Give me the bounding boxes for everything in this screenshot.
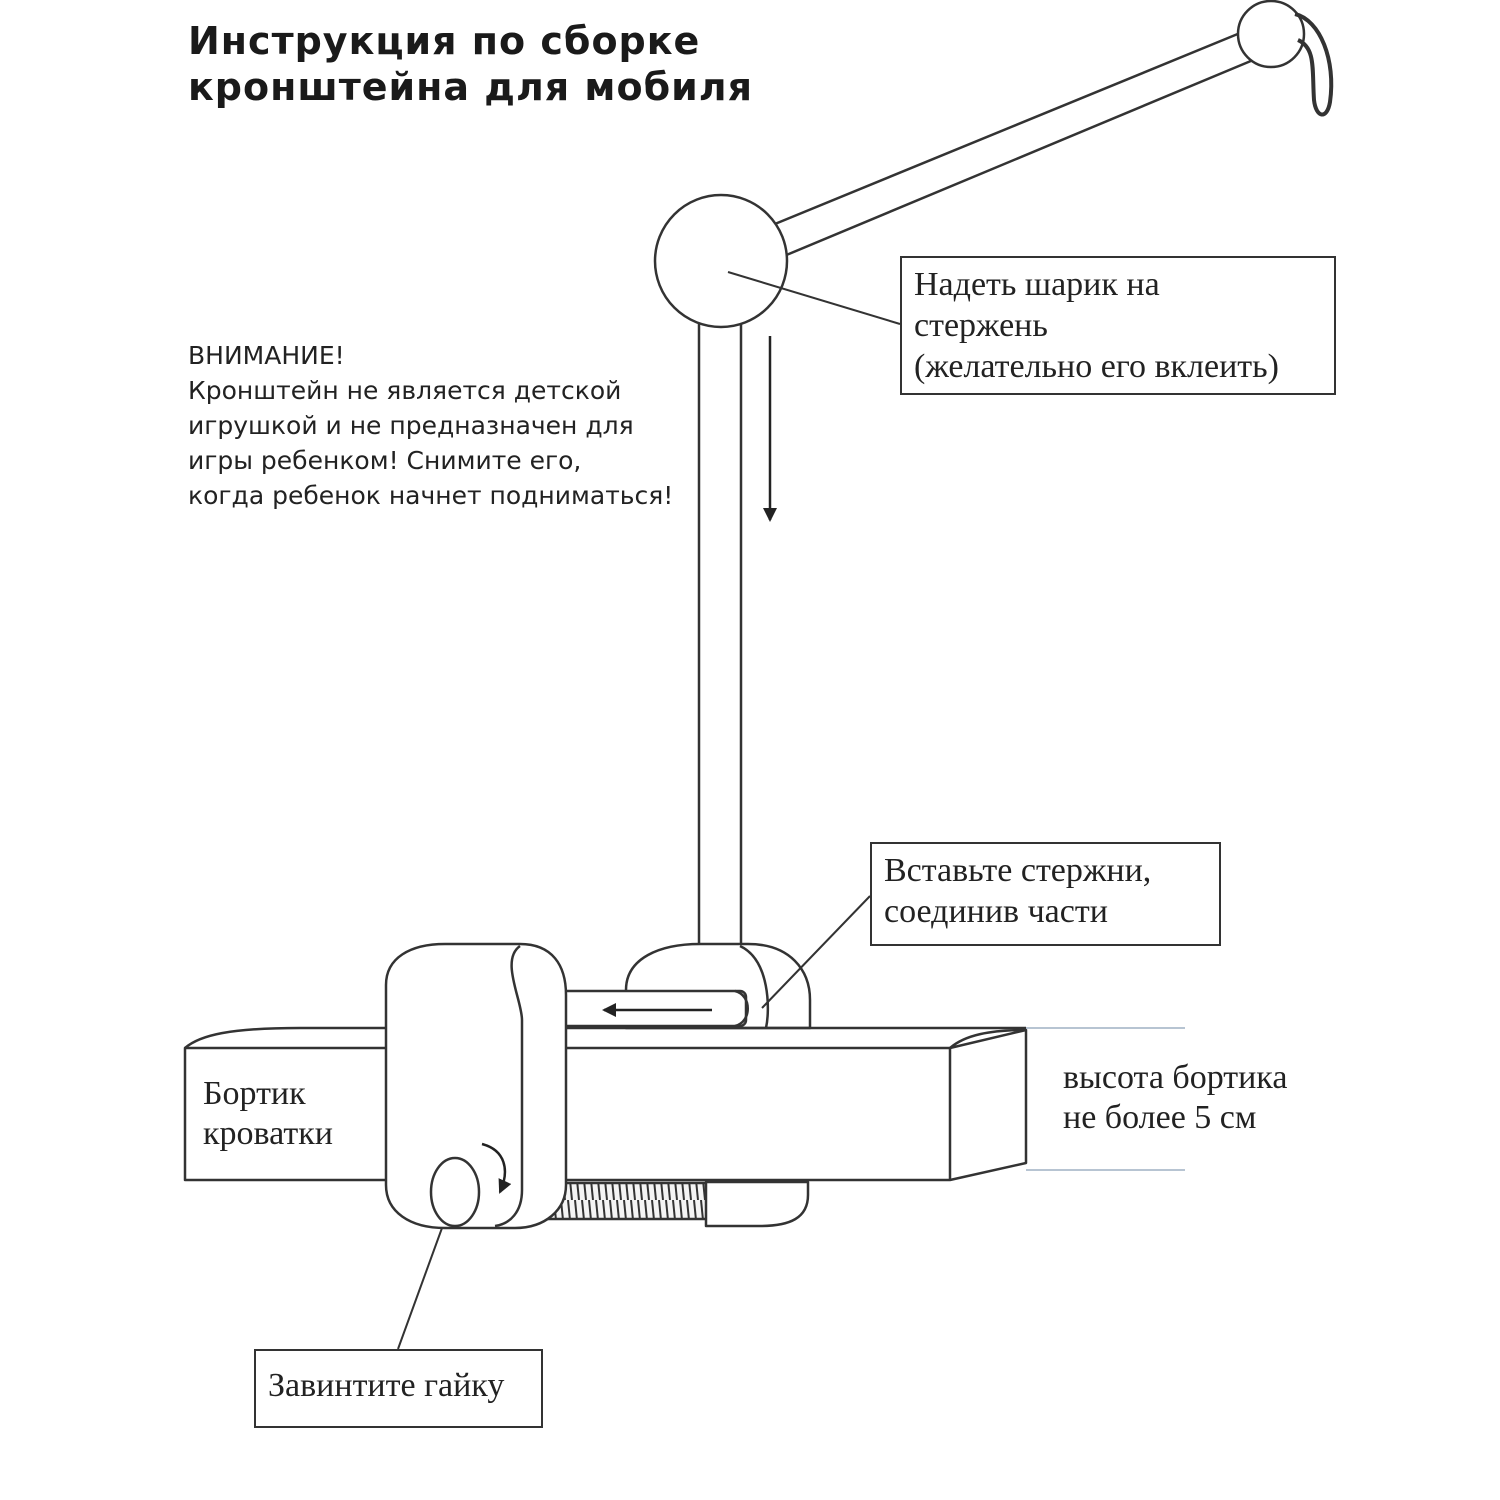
warning-heading: ВНИМАНИЕ! bbox=[188, 341, 345, 370]
leader-rods bbox=[761, 895, 871, 1009]
front-clamp bbox=[384, 942, 568, 1230]
callout-put-on-ball: Надеть шарик на стержень (желательно его… bbox=[900, 256, 1336, 395]
title-line-1: Инструкция по сборке bbox=[188, 19, 701, 63]
label-crib-line-1: Бортик bbox=[203, 1075, 306, 1112]
callout-nut-line-1: Завинтите гайку bbox=[268, 1367, 505, 1404]
wing-nut bbox=[429, 1156, 481, 1228]
upper-arm-rod bbox=[768, 29, 1260, 258]
end-ball bbox=[1236, 0, 1306, 69]
callout-ball-line-2: стержень bbox=[914, 307, 1048, 344]
callout-ball-line-1: Надеть шарик на bbox=[914, 266, 1160, 303]
vertical-rod bbox=[697, 316, 743, 960]
label-crib-line-2: кроватки bbox=[203, 1115, 333, 1152]
callout-ball-line-3: (желательно его вклеить) bbox=[914, 348, 1279, 385]
warning-line-4: игры ребенком! Снимите его, bbox=[188, 446, 582, 475]
hanging-cord bbox=[1294, 12, 1334, 117]
warning-line-5: когда ребенок начнет подниматься! bbox=[188, 481, 674, 510]
title-line-2: кронштейна для мобиля bbox=[188, 65, 753, 109]
leader-nut bbox=[397, 1227, 443, 1350]
label-height-line-2: не более 5 см bbox=[1063, 1099, 1257, 1136]
label-crib-side: Бортик кроватки bbox=[203, 1074, 333, 1154]
callout-tighten-nut: Завинтите гайку bbox=[254, 1349, 543, 1428]
label-side-height: высота бортика не более 5 см bbox=[1063, 1058, 1287, 1138]
warning-line-3: игрушкой и не предназначен для bbox=[188, 411, 634, 440]
callout-insert-rods: Вставьте стержни, соединив части bbox=[870, 842, 1221, 946]
callout-rods-line-1: Вставьте стержни, bbox=[884, 852, 1152, 889]
page-title: Инструкция по сборке кронштейна для моби… bbox=[188, 18, 753, 110]
label-height-line-1: высота бортика bbox=[1063, 1059, 1288, 1096]
horizontal-rod bbox=[558, 989, 748, 1028]
warning-line-2: Кронштейн не является детской bbox=[188, 376, 622, 405]
rotate-arrow-icon bbox=[481, 1142, 512, 1194]
warning-text: ВНИМАНИЕ! Кронштейн не является детской … bbox=[188, 338, 673, 513]
back-clamp-lower bbox=[704, 1180, 810, 1228]
joint-ball bbox=[653, 193, 789, 329]
callout-rods-line-2: соединив части bbox=[884, 893, 1108, 930]
leader-ball bbox=[727, 271, 901, 325]
